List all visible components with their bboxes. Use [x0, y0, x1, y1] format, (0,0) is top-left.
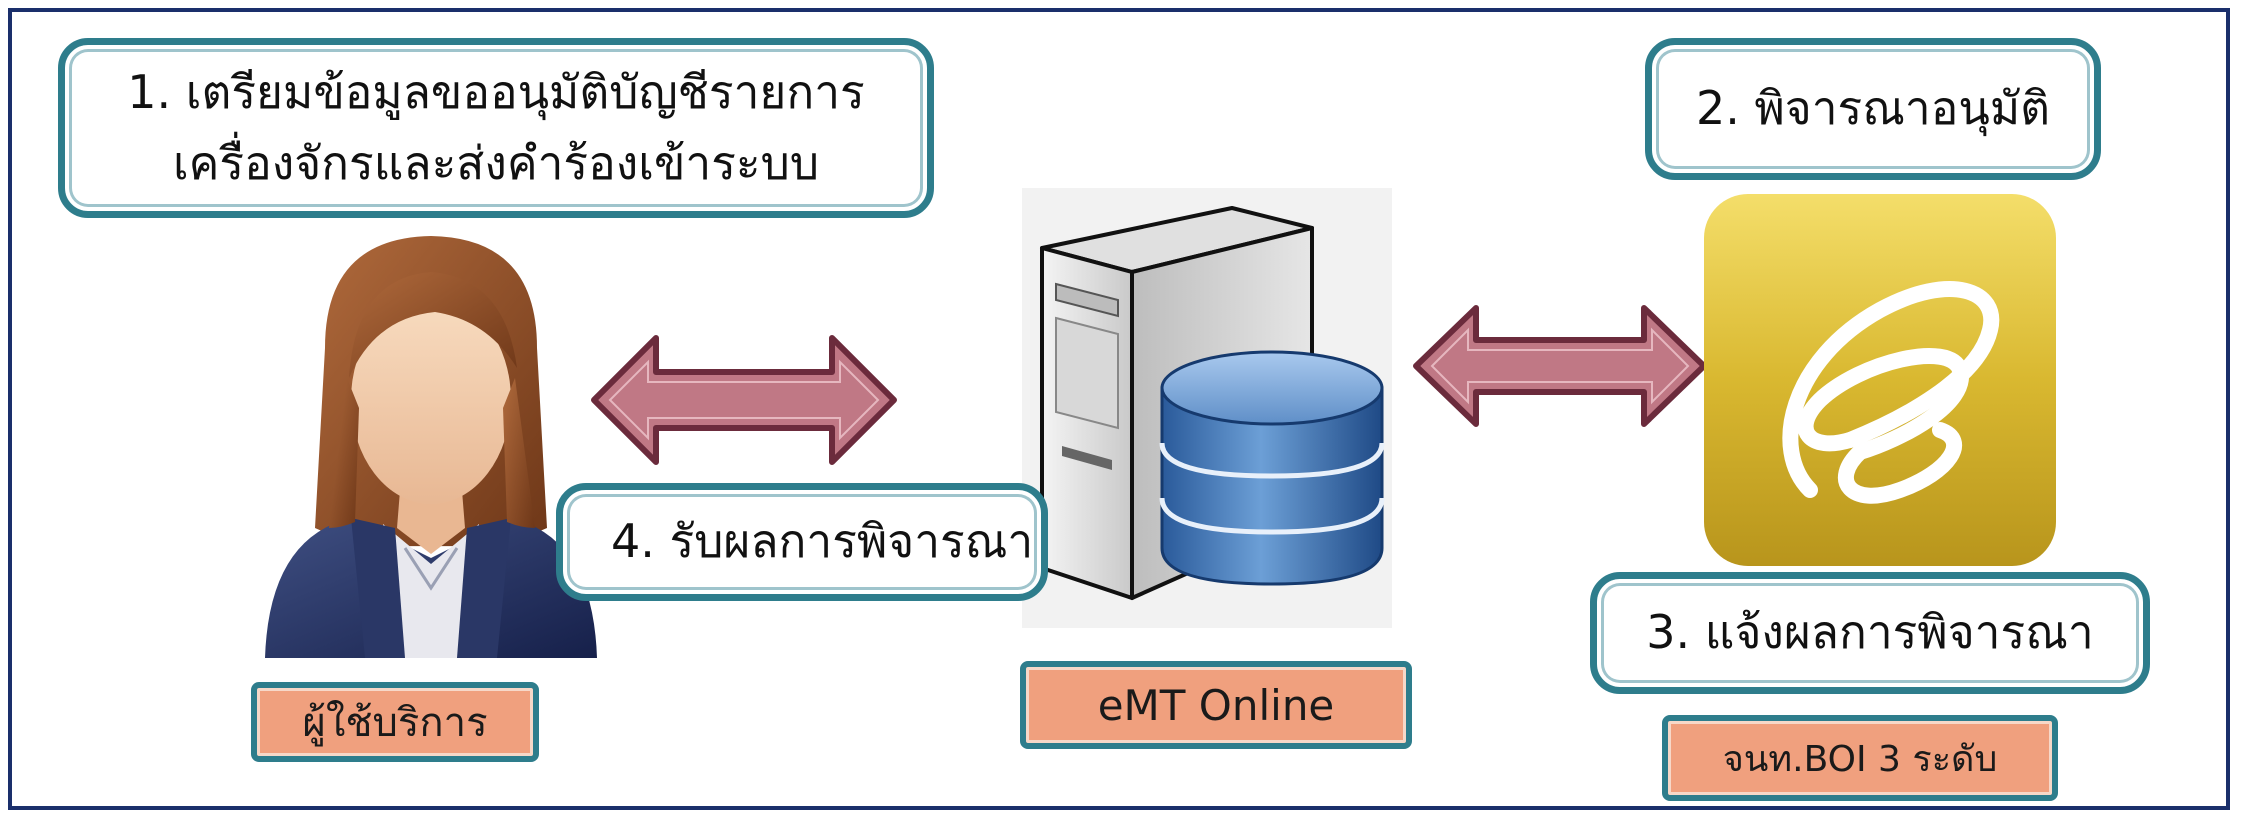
step-2-text: 2. พิจารณาอนุมัติ: [1695, 81, 2051, 136]
step-1-line-2: เครื่องจักรและส่งคำร้องเข้าระบบ: [172, 136, 820, 190]
step-4-receive-bubble: 4. รับผลการพิจารณา: [556, 483, 1048, 601]
step-1-prepare-bubble: 1. เตรียมข้อมูลขออนุมัติบัญชีรายการ เครื…: [58, 38, 934, 218]
businesswoman-avatar-icon: [265, 236, 597, 658]
system-label-text: eMT Online: [1097, 680, 1335, 730]
officer-label: จนท.BOI 3 ระดับ: [1662, 715, 2058, 801]
step-4-text: 4. รับผลการพิจารณา: [611, 514, 1034, 569]
system-label: eMT Online: [1020, 661, 1412, 749]
boi-logo-icon: [1704, 194, 2056, 566]
system-boi-double-arrow-icon: [1413, 305, 1707, 427]
step-3-notify-bubble: 3. แจ้งผลการพิจารณา: [1590, 572, 2150, 694]
step-3-text: 3. แจ้งผลการพิจารณา: [1646, 605, 2094, 660]
user-system-double-arrow-icon: [591, 335, 897, 465]
step-2-approve-bubble: 2. พิจารณาอนุมัติ: [1645, 38, 2101, 180]
user-label-text: ผู้ใช้บริการ: [302, 700, 488, 746]
server-database-icon: [1022, 188, 1392, 628]
officer-label-text: จนท.BOI 3 ระดับ: [1722, 738, 1998, 780]
user-label: ผู้ใช้บริการ: [251, 682, 539, 762]
step-1-line-1: 1. เตรียมข้อมูลขออนุมัติบัญชีรายการ: [127, 64, 865, 119]
